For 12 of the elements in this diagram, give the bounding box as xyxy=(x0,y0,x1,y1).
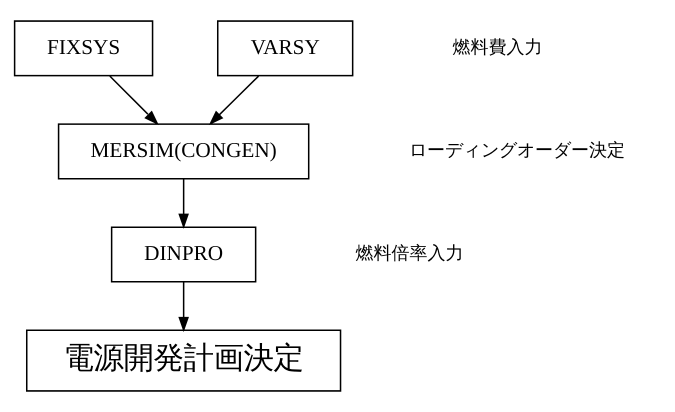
label: ローディングオーダー決定 xyxy=(409,140,626,162)
arrow xyxy=(178,179,189,229)
node-box: FIXSYS xyxy=(14,20,154,76)
label: 燃料費入力 xyxy=(452,37,542,58)
node-box: DINPRO xyxy=(110,226,256,283)
arrow xyxy=(208,76,260,126)
node-box: 電源開発計画決定 xyxy=(26,330,342,392)
label: 燃料倍率入力 xyxy=(356,243,464,264)
arrow xyxy=(178,282,189,332)
arrow xyxy=(109,76,159,126)
node-box: VARSY xyxy=(216,20,354,76)
node-box: MERSIM(CONGEN) xyxy=(58,123,310,180)
